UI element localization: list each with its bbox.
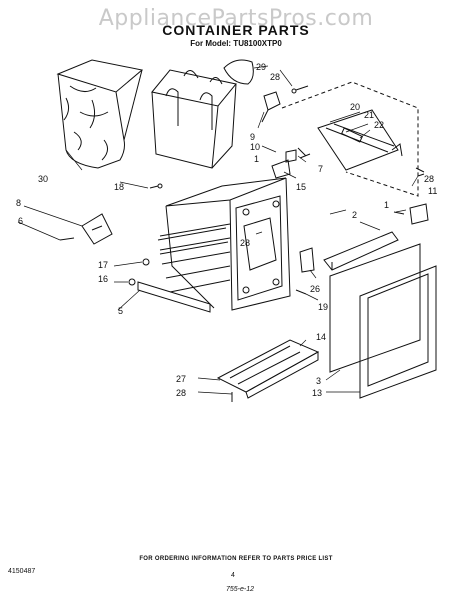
part-label-28-right: 28 [424, 174, 434, 184]
bracket-9 [261, 91, 281, 123]
part-label-17: 17 [98, 260, 108, 270]
document-number: 4150487 [8, 568, 36, 575]
part-label-16: 16 [98, 274, 108, 284]
part-label-7: 7 [318, 164, 323, 174]
screw-1-right [393, 211, 405, 215]
part-label-27: 27 [176, 374, 186, 384]
part-label-18: 18 [114, 182, 124, 192]
bracket-15 [271, 159, 291, 179]
model-subtitle: For Model: TU8100XTP0 [190, 39, 282, 48]
liner-clip [223, 59, 254, 85]
screw-19 [295, 289, 307, 295]
ordering-note: FOR ORDERING INFORMATION REFER TO PARTS … [139, 556, 333, 562]
part-label-29: 29 [256, 62, 266, 72]
part-label-28-bottom: 28 [176, 388, 186, 398]
bracket-6 [81, 213, 113, 245]
latch-11 [409, 203, 429, 225]
screw-28-right [415, 167, 425, 177]
rail-2 [323, 231, 399, 271]
part-label-28-mid: 28 [240, 238, 250, 248]
drawer-liner [151, 69, 237, 169]
container-body [157, 177, 291, 311]
page-title: CONTAINER PARTS [162, 22, 310, 38]
part-label-1-right: 1 [384, 200, 389, 210]
part-label-19: 19 [318, 302, 328, 312]
part-label-3: 3 [316, 376, 321, 386]
container-bag [56, 59, 144, 169]
part-label-28-top: 28 [270, 72, 280, 82]
rail-5 [137, 281, 211, 313]
frame-13 [359, 265, 437, 399]
part-label-9: 9 [250, 132, 255, 142]
front-panel-3 [329, 243, 421, 373]
screw-8 [59, 237, 75, 241]
part-label-11: 11 [428, 186, 437, 196]
part-label-5: 5 [118, 306, 123, 316]
part-number-labels: 29 28 9 20 21 22 10 1 7 15 28 11 1 2 30 … [16, 62, 437, 398]
part-label-26: 26 [310, 284, 320, 294]
part-label-22: 22 [374, 120, 384, 130]
clip-7 [297, 147, 311, 159]
part-label-15: 15 [296, 182, 306, 192]
part-label-14: 14 [316, 332, 326, 342]
watermark: AppliancePartsPros.com [98, 6, 374, 31]
screw-18 [149, 185, 159, 189]
part-label-2: 2 [352, 210, 357, 220]
part-label-1-top: 1 [254, 154, 259, 164]
leader-lines [17, 65, 419, 395]
page-number: 4 [231, 572, 235, 579]
screw-18-head [157, 183, 163, 189]
part-label-21: 21 [364, 110, 374, 120]
handwritten-note: 755-e-12 [226, 586, 255, 593]
handle-grip [229, 345, 301, 385]
part-label-20: 20 [350, 102, 360, 112]
part-17 [142, 258, 150, 266]
screw-28-top [291, 85, 309, 94]
part-label-6: 6 [18, 216, 23, 226]
part-16 [128, 278, 136, 286]
bracket-26 [299, 247, 315, 273]
clip-10 [285, 149, 297, 163]
handle-27 [216, 339, 320, 393]
part-label-30: 30 [38, 174, 48, 184]
handle-bracket-14 [245, 351, 319, 399]
control-bracket-assembly [281, 81, 419, 197]
part-label-13: 13 [312, 388, 322, 398]
part-label-8: 8 [16, 198, 21, 208]
part-label-10: 10 [250, 142, 260, 152]
